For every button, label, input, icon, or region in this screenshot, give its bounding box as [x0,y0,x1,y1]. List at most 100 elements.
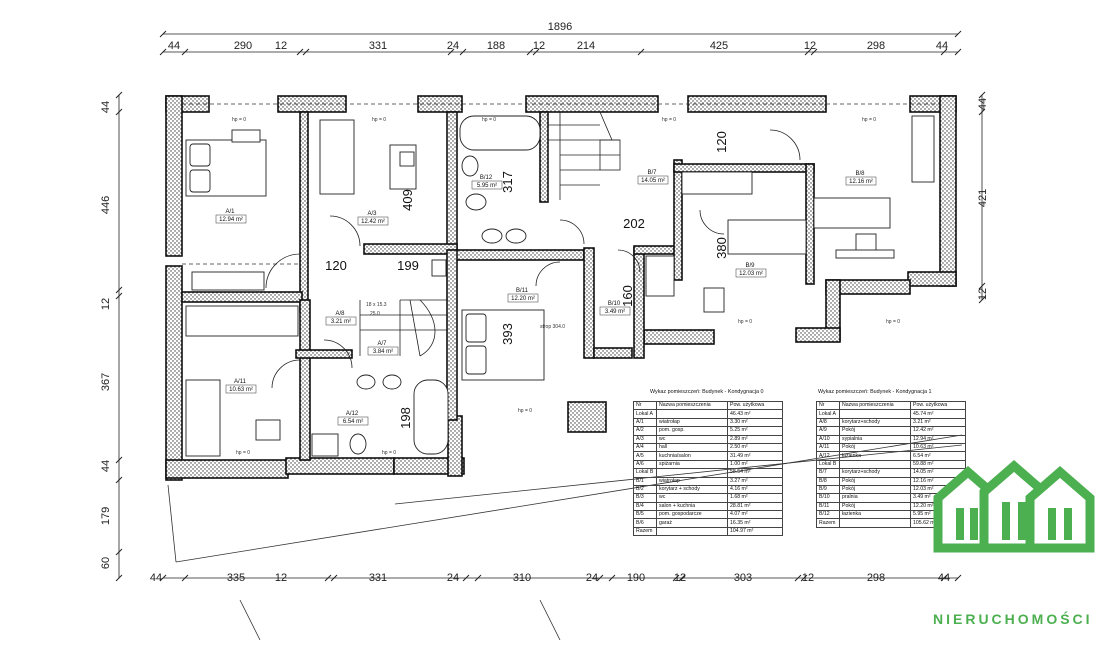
dimension-tick [800,574,808,582]
table-cell: B/6 [633,518,657,528]
inner-dim: 198 [398,407,413,429]
dim-left: 179 [100,507,112,525]
wall [447,415,463,477]
wall [583,247,595,359]
dim-top: 24 [447,40,459,52]
dim-bottom: 24 [586,572,598,584]
dim-left: 44 [100,101,112,113]
dimension-tick [115,108,123,116]
wall [165,95,183,257]
sink [356,374,376,390]
wardrobe [911,115,935,183]
wall [795,327,841,343]
inner-dimensions: 409 317 120 120 202 380 393 198 199 160 [325,131,729,429]
pillow [465,345,487,375]
slab-label: strop 304.0 [540,324,565,330]
table-cell: Lokal A [816,409,840,419]
inner-dim: 120 [714,131,729,153]
table-cell [839,518,911,528]
table-cell: 3.27 m² [727,476,783,486]
dimension-tick [940,574,948,582]
room-area: 12.03 m² [739,271,763,277]
hp-label: hp = 0 [372,117,386,123]
dim-right: 12 [977,288,989,300]
dim-left: 44 [100,460,112,472]
inner-dim: 393 [500,323,515,345]
hp-label: hp = 0 [236,450,250,456]
table-cell: B/9 [816,484,840,495]
table-cell: A/5 [633,451,657,461]
dimension-tick [159,574,167,582]
table-cell: hall [656,442,728,453]
pillow [189,143,211,167]
inner-dim: 160 [620,285,635,307]
dimension-tick [115,286,123,294]
wall [181,291,303,303]
desk [727,219,807,255]
wall [907,271,957,287]
table-cell: korytarz+schody [839,468,911,478]
room-id: A/1 [225,209,235,215]
dimension-tick [978,296,986,304]
table-cell: A/2 [633,426,657,436]
dimension-tick [954,48,962,56]
dimension-tick [474,574,482,582]
table-cell: B/7 [816,468,840,478]
wall [805,163,815,285]
dim-right: 44 [977,98,989,110]
room-id: B/12 [480,175,493,181]
room-id: B/8 [855,171,865,177]
table-header-cell: Nazwa pomieszczenia [839,400,911,411]
room-id: A/8 [335,311,345,317]
room-area-box [845,176,877,186]
room-area: 12.16 m² [849,179,873,185]
hp-label: hp = 0 [862,117,876,123]
wall [633,245,679,255]
dim-bottom: 44 [150,572,162,584]
table-cell: pom. gosp. [656,426,728,436]
table-cell [839,459,911,470]
table-cell: korytarz + schody [656,484,728,495]
room-area-box [215,214,247,224]
room-area: 3.21 m² [331,319,351,325]
dim-bottom: 303 [734,572,752,584]
wall [455,249,585,261]
table-cell: B/12 [816,510,840,520]
table-cell: salon + kuchnia [656,501,728,512]
table-cell: Pokój [839,501,911,512]
dimension-tick [804,48,812,56]
desk [185,379,221,457]
hp-label: hp = 0 [518,408,532,414]
table-cell: 10.63 m² [910,442,966,453]
dimension-tick [462,574,470,582]
room-id: B/9 [745,263,755,269]
table-header-cell: Pow. użytkowa [910,400,966,411]
table-cell: 16.35 m² [727,518,783,528]
dimension-tick [115,574,123,582]
wall [299,299,311,461]
closet [645,255,675,297]
dimension-ticks [115,30,986,582]
dim-top: 214 [577,40,595,52]
room-area-box [735,268,767,278]
table-cell: 3.21 m² [910,417,966,428]
dimension-tick [810,48,818,56]
room-id: A/11 [234,379,247,385]
pillow [189,169,211,193]
room-id: A/12 [346,411,359,417]
table-cell: 31.49 m² [727,451,783,461]
table-cell: 45.74 m² [910,409,966,419]
wall [165,265,183,481]
dimension-tick [532,48,540,56]
table-cell: łazienka [839,510,911,520]
chair [399,151,415,167]
table-header-cell: Nazwa pomieszczenia [656,400,728,411]
